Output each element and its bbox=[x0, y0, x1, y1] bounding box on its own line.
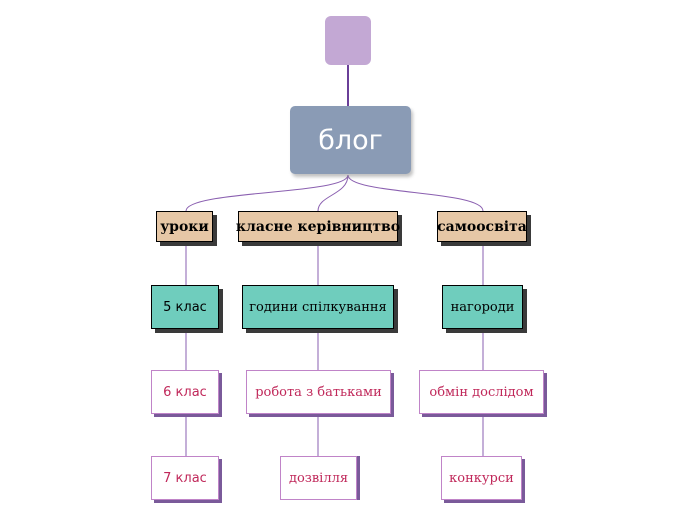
connector-root-samoosvita bbox=[347, 174, 484, 212]
connector-root-klasne bbox=[317, 174, 349, 212]
node-label: дозвілля bbox=[288, 470, 349, 486]
branch-klasne-kerivnytstvo: класне керівництво bbox=[235, 211, 401, 242]
node-hodyny-spilkuvannia: години спілкування bbox=[242, 285, 394, 329]
node-label: 6 клас bbox=[163, 384, 207, 400]
node-label: 7 клас bbox=[163, 470, 207, 486]
node-obmin-doslidom: обмін дослідом bbox=[419, 370, 544, 414]
branch-uroky: уроки bbox=[156, 211, 213, 242]
branch-label: уроки bbox=[160, 218, 209, 235]
node-5-klas: 5 клас bbox=[151, 285, 219, 329]
node-nahorody: нагороди bbox=[442, 285, 523, 329]
node-7-klas: 7 клас bbox=[151, 456, 219, 500]
branch-label: самоосвіта bbox=[437, 218, 527, 235]
node-konkursy: конкурси bbox=[441, 456, 522, 500]
node-label: обмін дослідом bbox=[429, 384, 534, 400]
root-node-blog: блог bbox=[290, 106, 411, 174]
root-node-label: блог bbox=[318, 124, 383, 156]
node-dozvillia: дозвілля bbox=[280, 456, 357, 500]
branch-label: класне керівництво bbox=[235, 218, 401, 235]
top-node bbox=[325, 16, 371, 65]
node-label: робота з батьками bbox=[255, 384, 382, 400]
node-6-klas: 6 клас bbox=[151, 370, 219, 414]
node-label: 5 клас bbox=[163, 299, 207, 315]
node-label: години спілкування bbox=[249, 299, 387, 315]
node-robota-z-batkamy: робота з батьками bbox=[246, 370, 391, 414]
branch-samoosvita: самоосвіта bbox=[437, 211, 527, 242]
node-label: конкурси bbox=[449, 470, 514, 486]
connector-root-uroky bbox=[185, 174, 349, 212]
node-label: нагороди bbox=[450, 299, 515, 315]
